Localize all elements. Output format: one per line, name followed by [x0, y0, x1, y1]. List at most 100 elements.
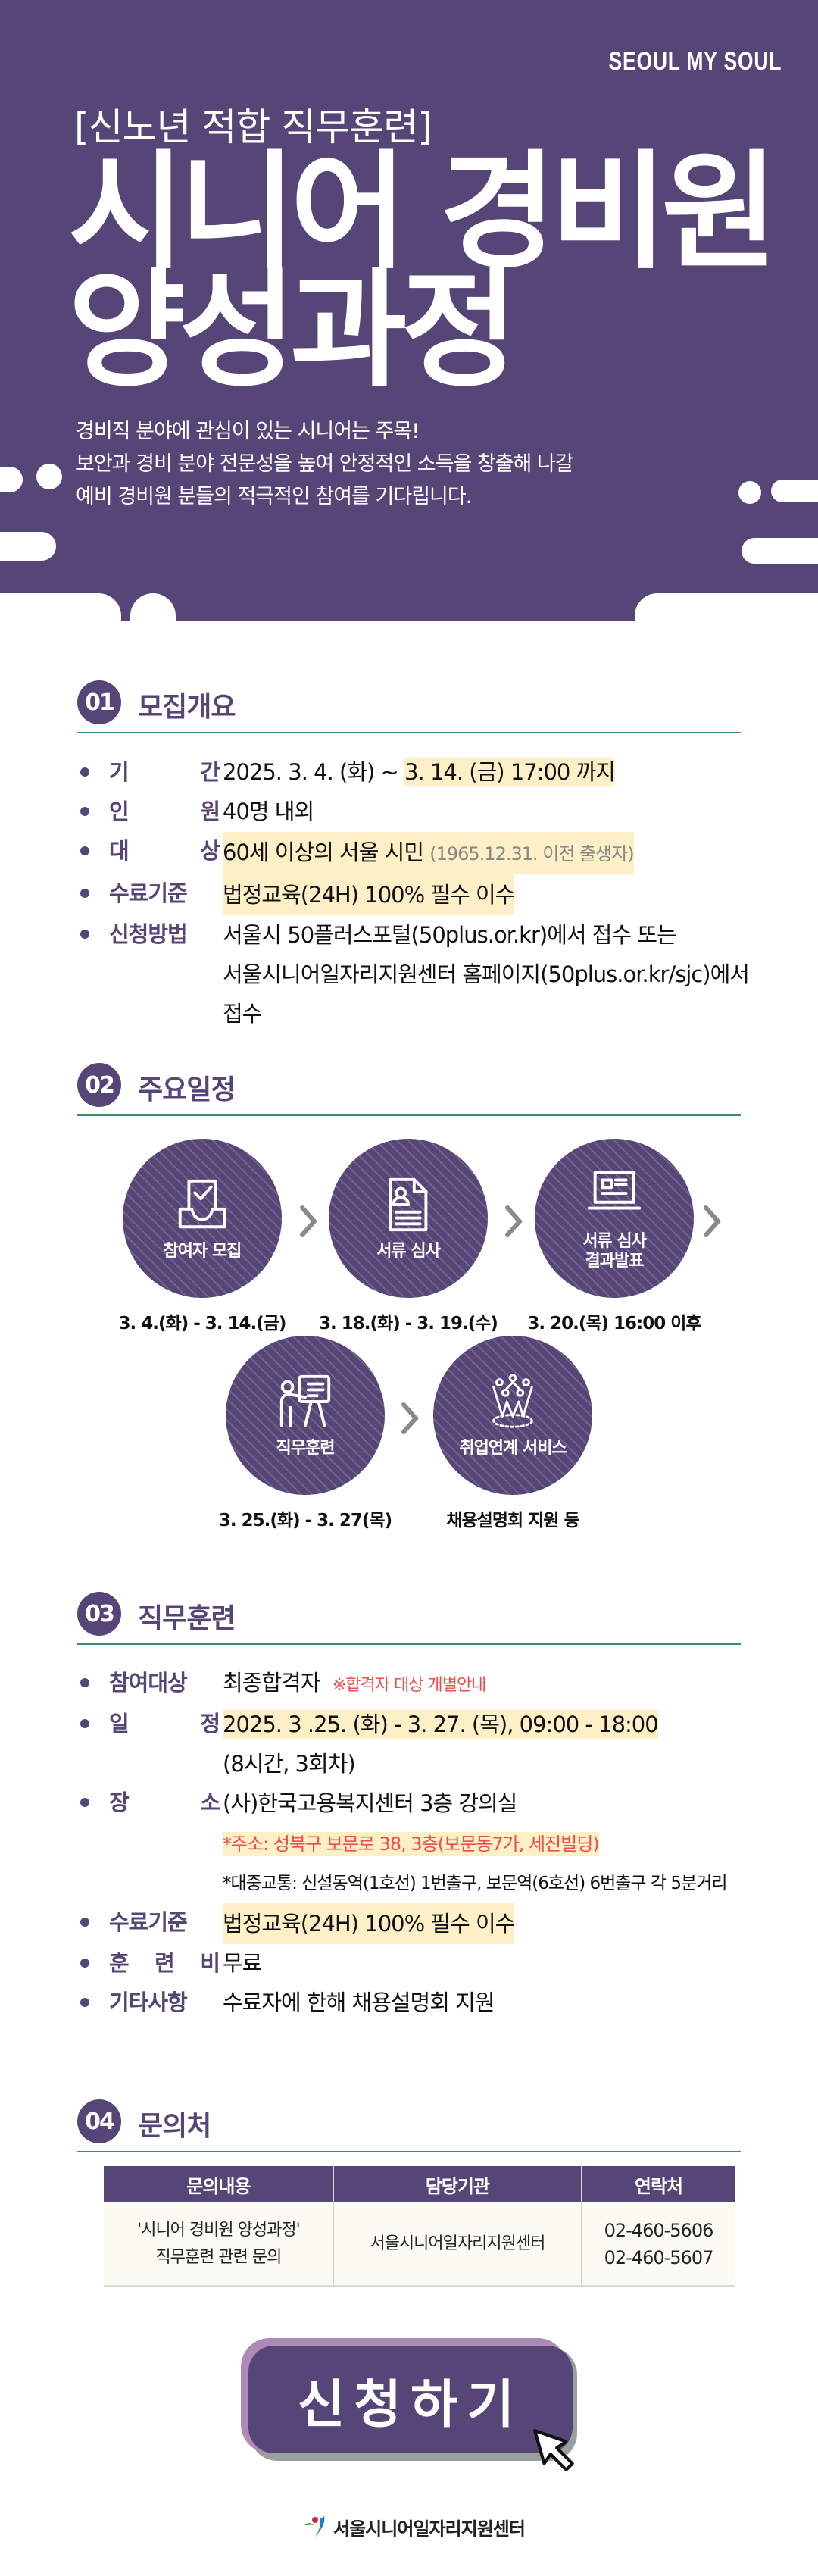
decor-dot [130, 593, 176, 621]
bullet-icon [80, 889, 89, 898]
step-caption: 참여자 모집 [163, 1242, 242, 1261]
info-value: 2025. 3 .25. (화) - 3. 27. (목), 09:00 - 1… [223, 1710, 659, 1777]
bullet-icon [80, 1918, 89, 1927]
phone-number[interactable]: 02-460-5606 [604, 2219, 714, 2241]
bullet-icon [80, 1998, 89, 2007]
individual-notice-note: ※합격자 대상 개별안내 [332, 1676, 487, 1695]
schedule-step: 서류 심사 3. 18.(화) - 3. 19.(수) [319, 1139, 498, 1334]
section-header: 01 모집개요 [77, 680, 741, 733]
info-row-participants: 참여대상 최종합격자 ※합격자 대상 개별안내 [77, 1664, 759, 1705]
highlight-text: 2025. 3 .25. (화) - 3. 27. (목), 09:00 - 1… [223, 1710, 659, 1739]
hero-description: 경비직 분야에 관심이 있는 시니어는 주목! 보안과 경비 분야 전문성을 높… [76, 415, 574, 513]
table-row: '시니어 경비원 양성과정' 직무훈련 관련 문의 서울시니어일자리지원센터 0… [104, 2202, 735, 2287]
footer-logo: 서울시니어일자리지원센터 [303, 2514, 526, 2540]
section-title: 문의처 [138, 2111, 211, 2142]
teacher-board-icon [279, 1374, 331, 1427]
laptop-icon [587, 1171, 642, 1210]
address-text: *주소: 성북구 보문로 38, 3층(보문동7가, 세진빌딩) [223, 1832, 600, 1856]
section-title: 직무훈련 [138, 1603, 236, 1634]
step-date: 채용설명회 지원 등 [446, 1511, 579, 1530]
schedule-step: 직무훈련 3. 25.(화) - 3. 27(목) [219, 1336, 392, 1531]
inquiry-cell: '시니어 경비원 양성과정' 직무훈련 관련 문의 [104, 2202, 334, 2287]
info-row-completion: 수료기준 법정교육(24H) 100% 필수 이수 [77, 1903, 759, 1944]
chevron-right-icon [300, 1205, 318, 1237]
info-value: 최종합격자 ※합격자 대상 개별안내 [223, 1670, 487, 1696]
section-title: 모집개요 [138, 692, 236, 723]
step-date: 3. 20.(목) 16:00 이후 [527, 1314, 701, 1333]
team-hands-icon [492, 1374, 533, 1428]
table-header-row: 문의내용 담당기관 연락처 [104, 2166, 735, 2202]
phone-number[interactable]: 02-460-5607 [604, 2246, 714, 2268]
decor-blob [0, 593, 121, 621]
info-row-completion: 수료기준 법정교육(24H) 100% 필수 이수 [77, 874, 759, 915]
bullet-icon [80, 1719, 89, 1728]
info-value: 2025. 3. 4. (화) ~ 3. 14. (금) 17:00 까지 [223, 758, 616, 786]
bullet-icon [80, 846, 89, 855]
section-number-badge: 03 [77, 1592, 121, 1636]
contact-table: 문의내용 담당기관 연락처 '시니어 경비원 양성과정' 직무훈련 관련 문의 … [104, 2166, 735, 2287]
bullet-icon [80, 807, 89, 816]
decor-dot [738, 481, 761, 504]
schedule-step: 취업연계 서비스 채용설명회 지원 등 [433, 1336, 592, 1531]
step-circle: 직무훈련 [226, 1336, 385, 1495]
step-circle: 서류 심사 [329, 1139, 488, 1298]
info-value: 서울시 50플러스포털(50plus.or.kr)에서 접수 또는 서울시니어일… [223, 915, 750, 1033]
phone-cell: 02-460-5606 02-460-5607 [581, 2202, 735, 2287]
hero-description-line: 보안과 경비 분야 전문성을 높여 안정적인 소득을 창출해 나갈 [76, 452, 574, 476]
decor-blob [771, 480, 818, 502]
hero-description-line: 경비직 분야에 관심이 있는 시니어는 주목! [76, 420, 420, 443]
bullet-icon [80, 930, 89, 939]
application-line: 접수 [223, 1001, 262, 1027]
section-number-badge: 01 [77, 680, 121, 724]
agency-cell: 서울시니어일자리지원센터 [333, 2202, 582, 2287]
step-caption: 취업연계 서비스 [459, 1439, 567, 1458]
decor-blob [0, 532, 56, 561]
step-caption: 서류 심사 [376, 1242, 441, 1261]
decor-blob [635, 593, 818, 621]
hero-title-line1: 시니어 경비원 [68, 138, 779, 286]
org-name: 서울시니어일자리지원센터 [333, 2518, 526, 2540]
highlight-text: 3. 14. (금) 17:00 까지 [404, 758, 616, 786]
info-value: (사)한국고용복지센터 3층 강의실 *주소: 성북구 보문로 38, 3층(보… [223, 1784, 727, 1903]
hero-title-line2: 양성과정 [68, 256, 518, 405]
info-label: 기타사항 [109, 1990, 188, 2015]
apply-button[interactable]: 신청하기 [248, 2346, 573, 2453]
info-value: 법정교육(24H) 100% 필수 이수 [223, 874, 515, 915]
application-line: 서울시 50플러스포털(50plus.or.kr)에서 접수 또는 [223, 922, 677, 948]
step-caption: 서류 심사 [582, 1232, 647, 1251]
hero-banner: SEOUL MY SOUL [신노년 적합 직무훈련] 시니어 경비원 양성과정… [0, 0, 818, 621]
info-value: 40명 내외 [223, 799, 314, 824]
info-row-application: 신청방법 서울시 50플러스포털(50plus.or.kr)에서 접수 또는 서… [77, 915, 759, 1033]
section-title: 주요일정 [138, 1074, 236, 1105]
info-label: 신청방법 [109, 921, 188, 947]
bullet-icon [80, 1959, 89, 1968]
column-header-agency: 담당기관 [333, 2166, 582, 2202]
schedule-step: 서류 심사 결과발표 3. 20.(목) 16:00 이후 [527, 1139, 702, 1334]
info-label: 참여대상 [109, 1670, 188, 1696]
decor-blob [742, 538, 818, 564]
transit-text: *대중교통: 신설동역(1호선) 1번출구, 보문역(6호선) 6번출구 각 5… [223, 1874, 727, 1893]
section-header: 03 직무훈련 [77, 1592, 741, 1645]
step-date: 3. 25.(화) - 3. 27(목) [218, 1511, 392, 1530]
section-header: 04 문의처 [77, 2099, 741, 2152]
info-value: 수료자에 한해 채용설명회 지원 [223, 1990, 495, 2015]
bullet-icon [80, 1798, 89, 1807]
decor-dot [36, 464, 62, 489]
apply-cta: 신청하기 [241, 2338, 582, 2471]
section-header: 02 주요일정 [77, 1063, 741, 1116]
mouse-cursor-icon [533, 2429, 574, 2471]
hero-subtitle: [신노년 적합 직무훈련] [74, 105, 432, 149]
info-label: 수료기준 [109, 1909, 188, 1935]
info-value: 60세 이상의 서울 시민 (1965.12.31. 이전 출생자) [223, 832, 635, 874]
resume-document-icon [389, 1177, 428, 1232]
inbox-check-icon [178, 1179, 226, 1229]
